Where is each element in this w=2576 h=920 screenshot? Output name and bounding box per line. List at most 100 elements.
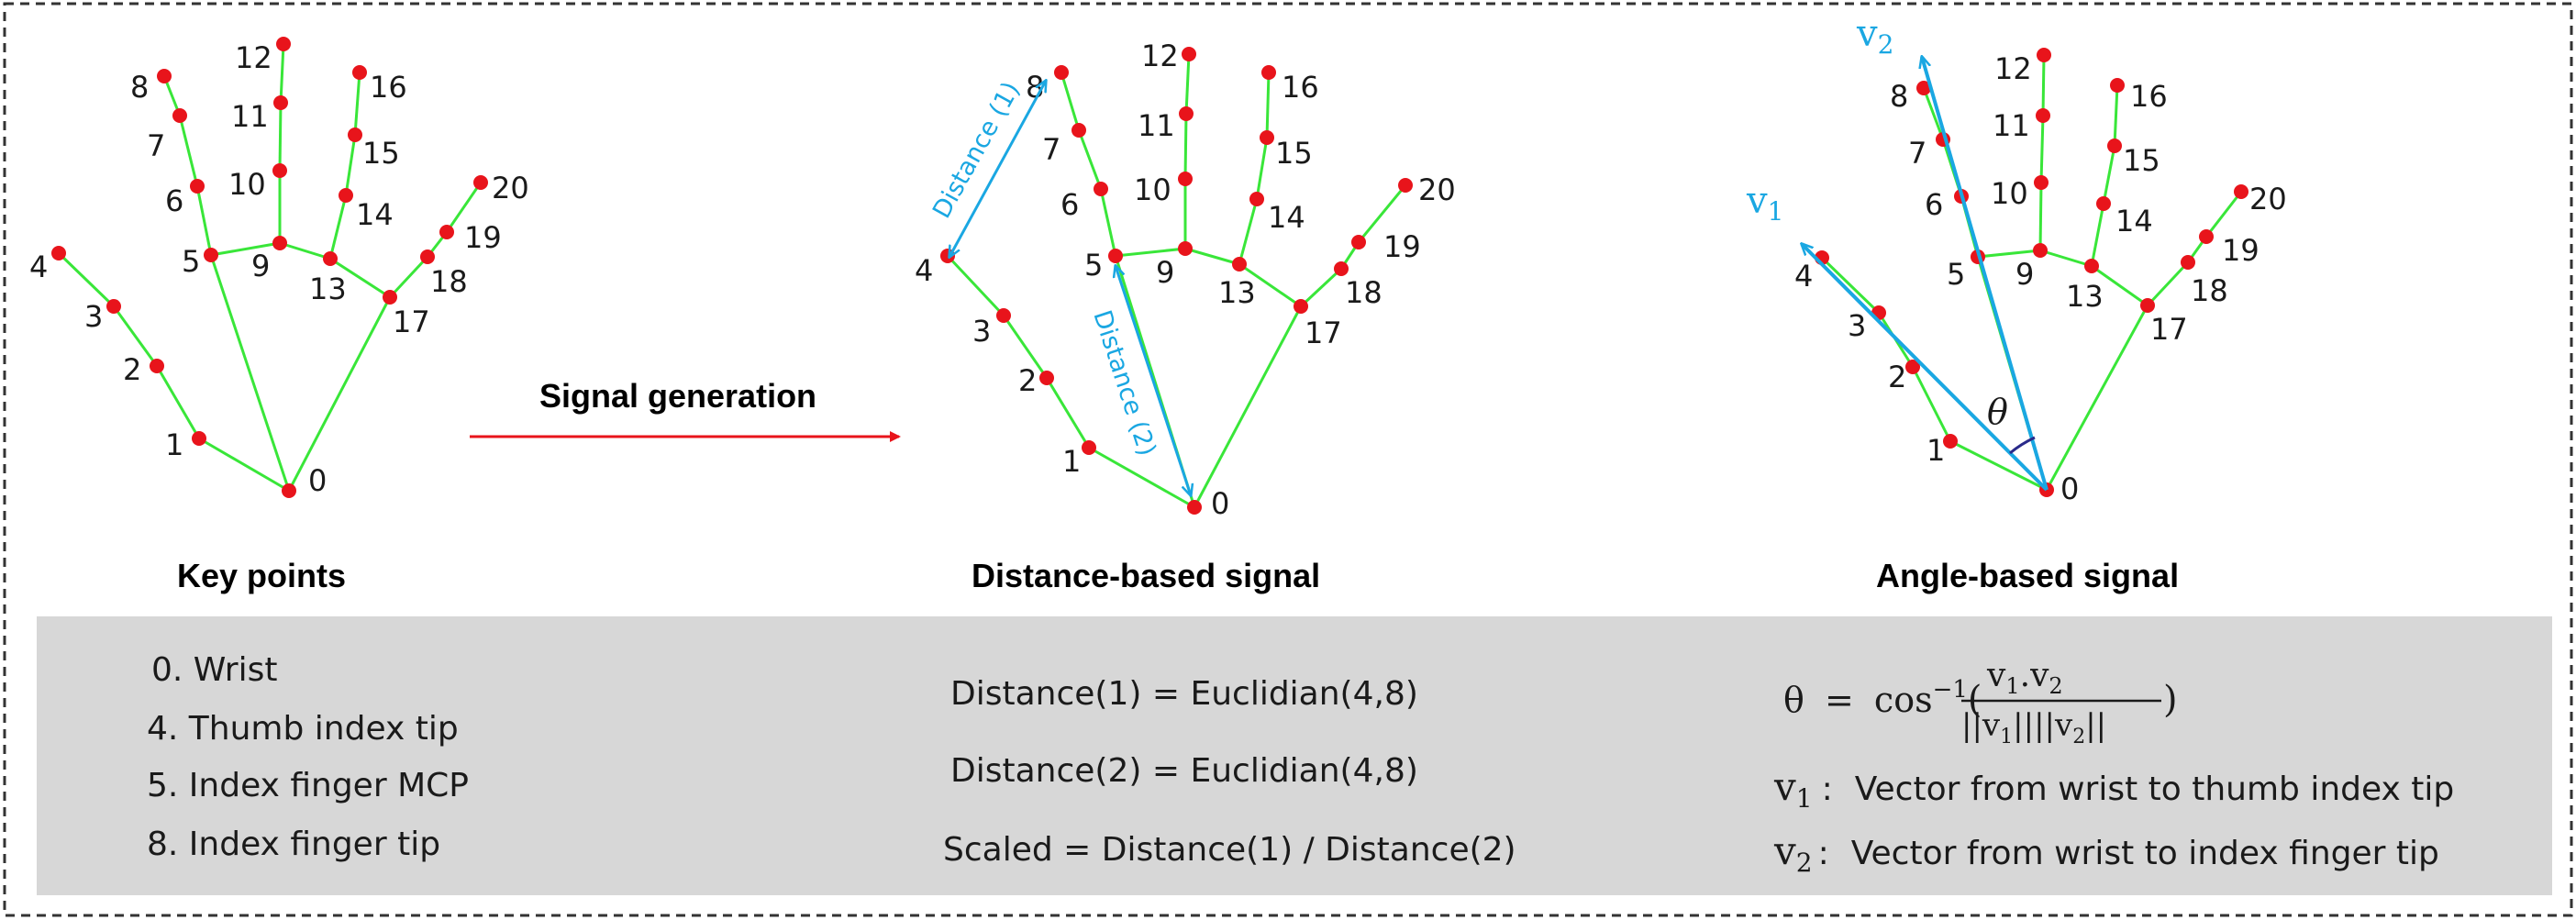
hand-bone-line <box>1099 188 1117 257</box>
keypoint-dot-19 <box>1351 235 1366 249</box>
keypoint-label-6: 6 <box>1925 187 1943 222</box>
keypoint-dot-9 <box>2033 243 2048 258</box>
hand-bone-line <box>946 254 1005 317</box>
hand-bone-line <box>2039 115 2045 183</box>
keypoint-dot-12 <box>276 37 291 51</box>
hand-bone-line <box>1193 305 1303 508</box>
hand-bone-line <box>445 182 483 233</box>
hand-bone-line <box>1357 184 1407 243</box>
keypoint-label-15: 15 <box>1275 136 1313 171</box>
keypoint-label-8: 8 <box>1890 79 1908 114</box>
legend-keypoints-list: 0. Wrist 4. Thumb index tip 5. Index fin… <box>147 651 469 863</box>
keypoint-dot-10 <box>1178 172 1193 186</box>
keypoint-label-12: 12 <box>235 40 272 75</box>
keypoint-dot-14 <box>1249 192 1264 206</box>
hand-bone-line <box>1299 267 1343 308</box>
theta-formula-rparen: ) <box>2163 679 2178 721</box>
hand-bone-line <box>1238 262 1302 308</box>
keypoint-dot-19 <box>439 225 454 239</box>
keypoint-label-2: 2 <box>1888 360 1906 394</box>
keypoint-label-11: 11 <box>1993 108 2030 143</box>
keypoint-dot-17 <box>383 290 397 305</box>
keypoint-dot-13 <box>1232 257 1247 272</box>
keypoint-label-3: 3 <box>84 299 103 334</box>
keypoint-dot-17 <box>2140 298 2155 313</box>
keypoint-label-13: 13 <box>309 272 347 306</box>
keypoint-dot-0 <box>282 483 296 498</box>
keypoint-label-15: 15 <box>362 136 400 171</box>
keypoint-dot-20 <box>2234 184 2248 199</box>
distance-2-label: Distance (2) <box>1087 307 1160 460</box>
keypoint-dot-18 <box>1334 261 1349 276</box>
keypoint-label-19: 19 <box>1383 229 1421 264</box>
keypoint-dot-16 <box>1261 65 1276 80</box>
keypoint-dot-8 <box>157 69 172 83</box>
hand-bone-line <box>1977 249 2041 259</box>
hand-bone-line <box>1255 137 1269 200</box>
keypoint-label-7: 7 <box>1908 136 1926 171</box>
signal-generation-label: Signal generation <box>539 377 816 415</box>
hand-bone-line <box>2102 145 2116 205</box>
hand-bone-line <box>210 241 281 257</box>
legend-distance-formulas: Distance(1) = Euclidian(4,8) Distance(2)… <box>943 675 1516 869</box>
keypoint-dot-14 <box>339 188 353 203</box>
keypoint-label-14: 14 <box>356 197 394 232</box>
keypoint-dot-20 <box>473 175 488 190</box>
caption-distance-signal: Distance-based signal <box>972 557 1320 594</box>
theta-formula-denominator: ||v1||||v2|| <box>1961 707 2106 748</box>
hand-bone-line <box>2146 260 2190 307</box>
keypoint-dot-10 <box>272 163 287 178</box>
keypoint-label-9: 9 <box>1156 255 1174 290</box>
keypoint-label-8: 8 <box>130 70 149 105</box>
keypoint-label-4: 4 <box>1794 259 1813 294</box>
hand-bone-line <box>2204 191 2243 238</box>
caption-key-points: Key points <box>177 557 346 594</box>
keypoint-label-16: 16 <box>1282 70 1319 105</box>
keypoint-label-14: 14 <box>1268 200 1305 235</box>
keypoint-dot-19 <box>2199 229 2214 244</box>
keypoint-label-5: 5 <box>1084 248 1103 283</box>
keypoint-label-20: 20 <box>2249 182 2287 216</box>
hand-bone-line <box>2038 182 2043 251</box>
keypoint-dot-2 <box>1905 360 1920 374</box>
keypoint-dot-9 <box>1178 241 1193 256</box>
keypoint-label-12: 12 <box>1141 39 1179 73</box>
theta-angle-arc <box>2009 436 2036 455</box>
hand-bone-line <box>328 194 348 260</box>
vector-v2-label: v2 <box>1856 13 1893 60</box>
hand-bone-line <box>1184 247 1240 266</box>
hand-bone-line <box>1045 377 1091 449</box>
hand-bone-line <box>1115 247 1186 258</box>
keypoint-dot-7 <box>1071 123 1086 138</box>
keypoint-label-6: 6 <box>1060 187 1079 222</box>
v1-definition: v1:Vector from wrist to thumb index tip <box>1773 764 2454 814</box>
keypoint-dot-16 <box>352 65 367 80</box>
hand-bone-line <box>57 251 116 308</box>
keypoint-label-6: 6 <box>165 183 183 218</box>
hand-bone-line <box>178 115 199 187</box>
keypoint-dot-6 <box>1094 182 1108 196</box>
keypoint-dot-9 <box>272 236 287 250</box>
keypoint-dot-5 <box>204 248 218 262</box>
hand-bone-line <box>287 296 392 492</box>
keypoint-label-9: 9 <box>251 249 270 283</box>
keypoint-label-11: 11 <box>1138 108 1175 143</box>
keypoint-dot-15 <box>2107 139 2122 153</box>
keypoint-dot-11 <box>2036 108 2050 123</box>
keypoint-label-2: 2 <box>1018 363 1037 398</box>
keypoint-dot-18 <box>420 249 435 264</box>
distance-1-label: Distance (1) <box>927 77 1026 223</box>
keypoint-dot-10 <box>2034 175 2049 190</box>
keypoint-dot-11 <box>273 95 288 110</box>
hand-bone-line <box>1184 53 1191 115</box>
vector-v1-label: v1 <box>1746 180 1783 227</box>
hand-bone-line <box>155 365 201 439</box>
keypoint-label-20: 20 <box>492 171 529 205</box>
hand-bone-line <box>1077 129 1103 190</box>
hand-bone-line <box>1265 72 1271 139</box>
keypoint-label-10: 10 <box>1134 172 1171 207</box>
hand-bone-line <box>209 254 291 492</box>
keypoint-dot-3 <box>996 308 1011 323</box>
keypoint-dot-1 <box>1082 440 1096 455</box>
hand-bone-line <box>2113 84 2119 147</box>
